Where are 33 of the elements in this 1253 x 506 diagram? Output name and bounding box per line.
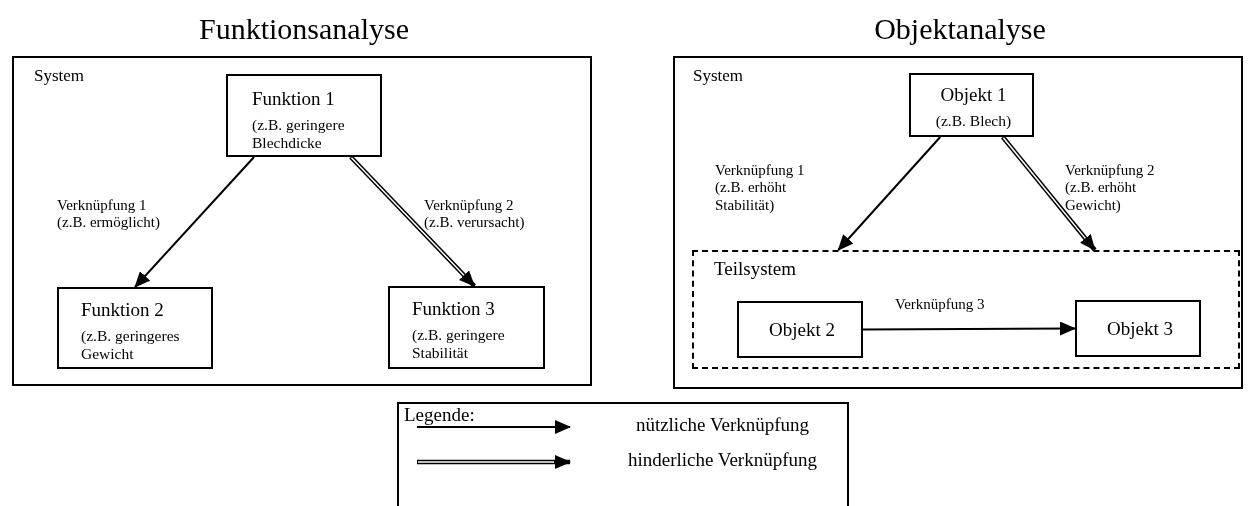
legend-text: nützliche Verknüpfung [634,414,811,436]
frame-label: System [693,66,744,86]
edge-label: Verknüpfung 1 (z.B. ermöglicht) [57,197,161,232]
object-box [1075,300,1201,357]
arrow [837,136,942,251]
frame-label: System [34,66,85,86]
arrow [862,321,1076,336]
legend-text: hinderliche Verknüpfung [626,449,819,471]
edge-label: Verknüpfung 2 (z.B. erhöht Gewicht) [1065,162,1156,214]
box-heading: Funktion 2 [81,299,164,321]
function-box [226,74,382,157]
box-example: (z.B. geringere Blechdicke [252,116,346,152]
object-box [737,301,863,358]
box-heading: Objekt 3 [1106,318,1174,340]
subsystem-frame [692,250,1240,369]
box-example: (z.B. Blech) [934,112,1013,130]
function-box [388,286,545,369]
frame-label: Teilsystem [714,258,797,280]
edge-label: Verknüpfung 2 (z.B. verursacht) [424,197,526,232]
box-example: (z.B. geringere Stabilität [412,326,506,362]
legend-title: Legende: [404,404,475,426]
box-heading: Funktion 3 [412,298,495,320]
box-heading: Objekt 1 [939,84,1008,106]
box-example: (z.B. geringeres Gewicht [81,327,181,363]
arrow [134,156,256,288]
edge-label: Verknüpfung 1 (z.B. erhöht Stabilität) [715,162,806,214]
edge-label: Verknüpfung 3 [895,296,985,314]
box-heading: Objekt 2 [768,319,836,341]
function-box [57,287,213,369]
section-heading: Funktionsanalyse [198,12,410,47]
object-box [909,73,1034,137]
section-heading: Objektanalyse [873,12,1047,47]
box-heading: Funktion 1 [252,88,335,110]
